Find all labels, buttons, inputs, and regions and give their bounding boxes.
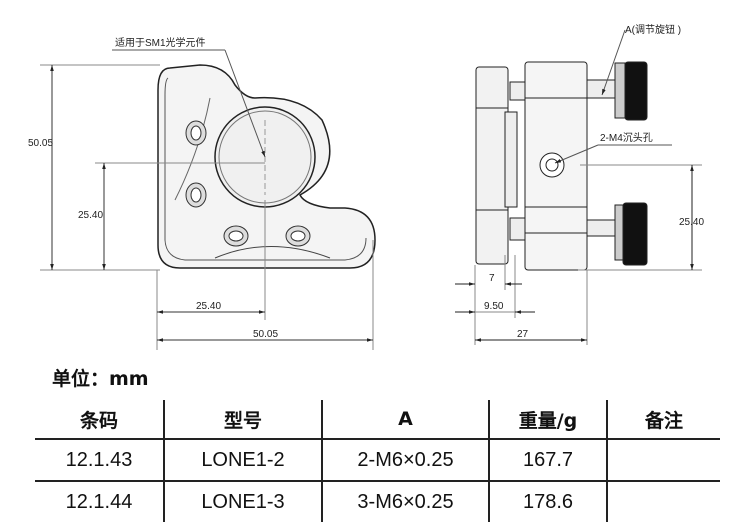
dim-side-27: 27 <box>517 329 529 340</box>
adjust-knob-top <box>614 62 626 119</box>
spec-table: 条码 型号 A 重量/g 备注 12.1.43 LONE1-2 2-M6×0.2… <box>35 400 720 522</box>
dim-side-height-center: 25.40 <box>679 217 704 228</box>
cell-weight: 167.7 <box>490 440 608 480</box>
table-header: 条码 型号 A 重量/g 备注 <box>35 400 720 440</box>
header-remark: 备注 <box>644 409 683 432</box>
cell-a: 2-M6×0.25 <box>323 440 490 480</box>
header-model: 型号 <box>165 400 323 438</box>
front-view <box>40 49 376 350</box>
technical-drawing: 适用于SM1光学元件 50.05 25.40 25.40 50.05 <box>28 23 704 350</box>
unit-label: 单位：mm <box>52 368 149 390</box>
header-a: A <box>323 400 490 438</box>
dim-front-width-total: 50.05 <box>253 329 278 340</box>
table-row: 12.1.44 LONE1-3 3-M6×0.25 178.6 <box>35 482 720 522</box>
cell-model: LONE1-2 <box>165 440 323 480</box>
dim-side-9-50: 9.50 <box>484 301 504 312</box>
countersunk-hole <box>539 152 565 178</box>
knob-callout: A(调节旋钮 ) <box>625 23 681 36</box>
side-view <box>455 29 702 345</box>
front-callout: 适用于SM1光学元件 <box>115 36 206 49</box>
header-weight: 重量/g <box>490 400 608 438</box>
header-barcode: 条码 <box>35 400 165 438</box>
dim-front-width-center: 25.40 <box>196 301 221 312</box>
cell-model: LONE1-3 <box>165 482 323 522</box>
cell-remark <box>608 440 720 480</box>
cell-barcode: 12.1.43 <box>35 440 165 480</box>
cell-a: 3-M6×0.25 <box>323 482 490 522</box>
cell-remark <box>608 482 720 522</box>
cell-weight: 178.6 <box>490 482 608 522</box>
table-row: 12.1.43 LONE1-2 2-M6×0.25 167.7 <box>35 440 720 482</box>
cell-barcode: 12.1.44 <box>35 482 165 522</box>
screw-slots <box>185 120 311 247</box>
dim-front-height-total: 50.05 <box>28 138 53 149</box>
hole-callout: 2-M4沉头孔 <box>600 131 653 144</box>
dim-side-7: 7 <box>489 273 495 284</box>
dim-front-height-center: 25.40 <box>78 210 103 221</box>
